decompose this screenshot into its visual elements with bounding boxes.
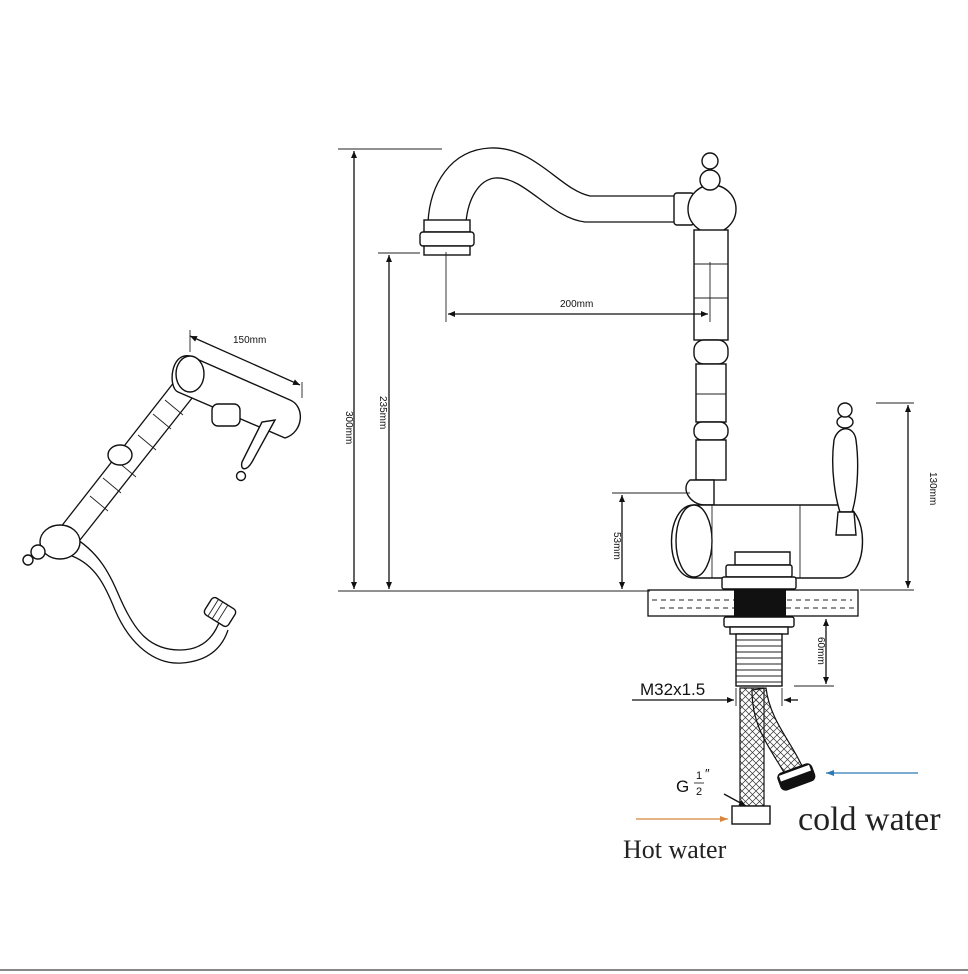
svg-text:″: ″ (705, 766, 710, 781)
dim-handle-height: 130mm (927, 472, 938, 505)
dim-spout-height: 235mm (377, 396, 388, 429)
svg-text:G: G (676, 777, 689, 796)
top-view: 150mm (22, 330, 303, 664)
cold-water-label: cold water (798, 801, 941, 838)
svg-text:2: 2 (696, 786, 702, 798)
dim-top-width: 150mm (233, 335, 266, 346)
hose-thread-spec: G 1 2 ″ (676, 766, 710, 798)
svg-text:1: 1 (696, 770, 702, 782)
side-view: 300mm 235mm 200mm 53mm 130mm 60mm M32x1.… (338, 147, 941, 864)
dim-body-height: 53mm (611, 532, 622, 560)
thread-spec: M32x1.5 (640, 680, 705, 699)
hot-water-label: Hot water (623, 835, 727, 864)
dim-shank-length: 60mm (815, 637, 826, 665)
dim-reach: 200mm (560, 299, 593, 310)
dim-total-height: 300mm (343, 411, 354, 444)
